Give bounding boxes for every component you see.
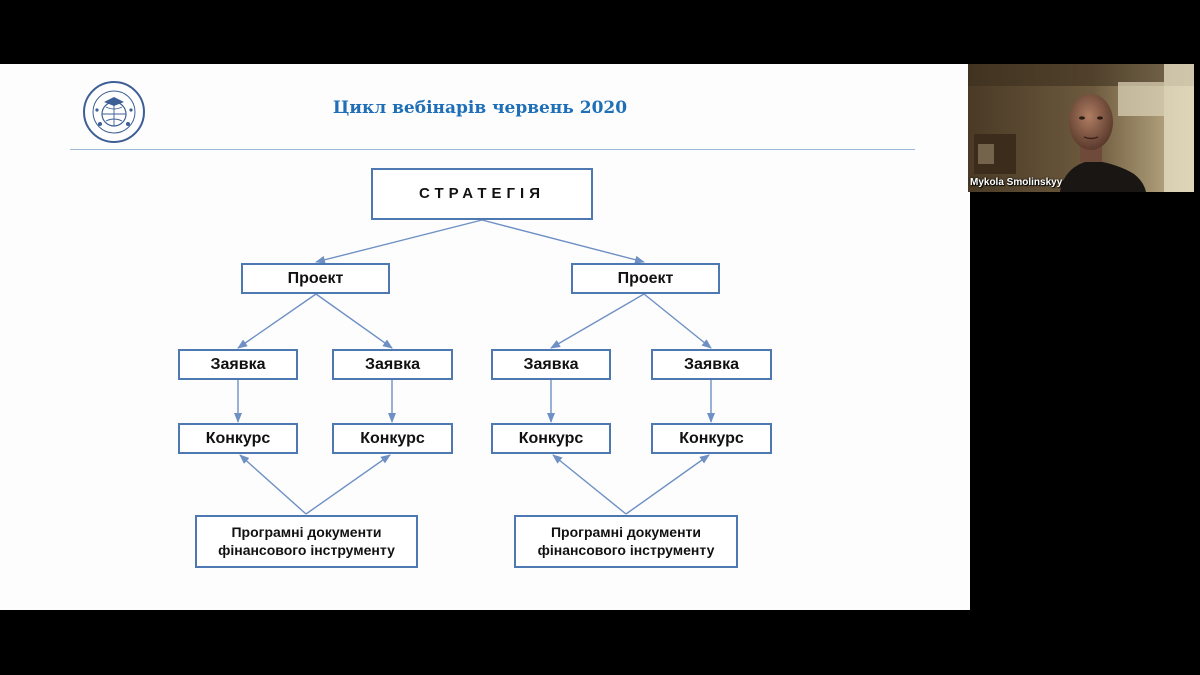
presentation-slide: Цикл вебінарів червень 2020 СТРАТЕГІЯ Пр: [0, 64, 970, 610]
program-documents-box-1: Програмні документи фінансового інструме…: [195, 515, 418, 568]
competition-box-1: Конкурс: [178, 423, 298, 454]
program-documents-line-2: фінансового інструменту: [537, 541, 715, 558]
participant-video-feed: [968, 64, 1194, 192]
arrow-project-1-to-application-1: [237, 293, 317, 349]
arrow-documents-1-to-competition-1: [239, 454, 307, 515]
program-documents-line-1: Програмні документи: [550, 524, 702, 540]
application-box-3: Заявка: [491, 349, 611, 380]
competition-box-3: Конкурс: [491, 423, 611, 454]
project-box-2: Проект: [571, 263, 720, 294]
diagram-connectors: [234, 219, 715, 515]
arrow-project-2-to-application-2: [643, 293, 712, 349]
arrow-documents-2-to-competition-3: [552, 454, 627, 515]
participant-name-label: Mykola Smolinskyy: [970, 177, 1063, 188]
arrow-strategy-to-project-2: [481, 219, 645, 264]
fundacja-ceasc-logo: [83, 81, 145, 143]
strategy-box: СТРАТЕГІЯ: [371, 168, 593, 220]
program-documents-box-2: Програмні документи фінансового інструме…: [514, 515, 738, 568]
arrow-project-1-to-application-2: [315, 293, 393, 349]
participant-video-tile[interactable]: Mykola Smolinskyy: [968, 64, 1194, 192]
slide-title: Цикл вебінарів червень 2020: [332, 98, 628, 118]
program-documents-line-1: Програмні документи: [231, 524, 382, 540]
program-documents-line-2: фінансового інструменту: [218, 541, 395, 558]
competition-box-2: Конкурс: [332, 423, 453, 454]
project-box-1: Проект: [241, 263, 390, 294]
arrow-documents-2-to-competition-4: [625, 454, 710, 515]
application-box-1: Заявка: [178, 349, 298, 380]
application-box-4: Заявка: [651, 349, 772, 380]
application-box-2: Заявка: [332, 349, 453, 380]
competition-box-4: Конкурс: [651, 423, 772, 454]
title-divider: [70, 149, 915, 150]
arrow-project-2-to-application-1: [550, 293, 645, 349]
arrow-documents-1-to-competition-2: [305, 454, 391, 515]
arrow-strategy-to-project-1: [315, 219, 483, 264]
